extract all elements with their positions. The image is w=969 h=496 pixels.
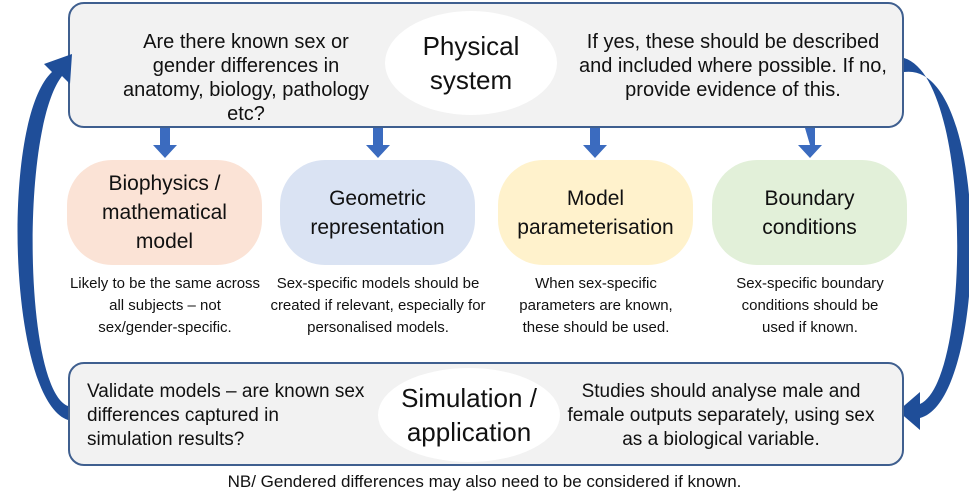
footer-note: NB/ Gendered differences may also need t… — [227, 472, 742, 491]
note-geometric: Sex-specific models should be created if… — [270, 275, 486, 336]
note-boundary: Sex-specific boundary conditions should … — [736, 275, 884, 336]
curved-arrow-down-icon — [898, 58, 969, 430]
down-arrow-icon — [583, 128, 607, 158]
top-right-guidance: If yes, these should be described and in… — [579, 31, 887, 101]
note-parameterisation: When sex-specific parameters are known, … — [519, 275, 673, 336]
stage-boundary: Boundary conditions — [712, 160, 907, 265]
bottom-right-guidance: Studies should analyse male and female o… — [567, 381, 875, 450]
stage-biophysics: Biophysics / mathematical model — [67, 160, 262, 265]
bottom-left-validation: Validate models – are known sex differen… — [87, 381, 365, 450]
curved-arrow-up-icon — [17, 54, 72, 420]
down-arrow-icon — [798, 128, 822, 158]
note-biophysics: Likely to be the same across all subject… — [69, 275, 261, 336]
simulation-application-title: Simulation / application — [378, 368, 560, 462]
stage-parameterisation: Model parameterisation — [498, 160, 693, 265]
top-left-question: Are there known sex or gender difference… — [122, 31, 370, 125]
physical-system-title: Physical system — [385, 11, 557, 115]
down-arrow-icon — [366, 128, 390, 158]
stage-geometric: Geometric representation — [280, 160, 475, 265]
down-arrow-icon — [153, 128, 177, 158]
